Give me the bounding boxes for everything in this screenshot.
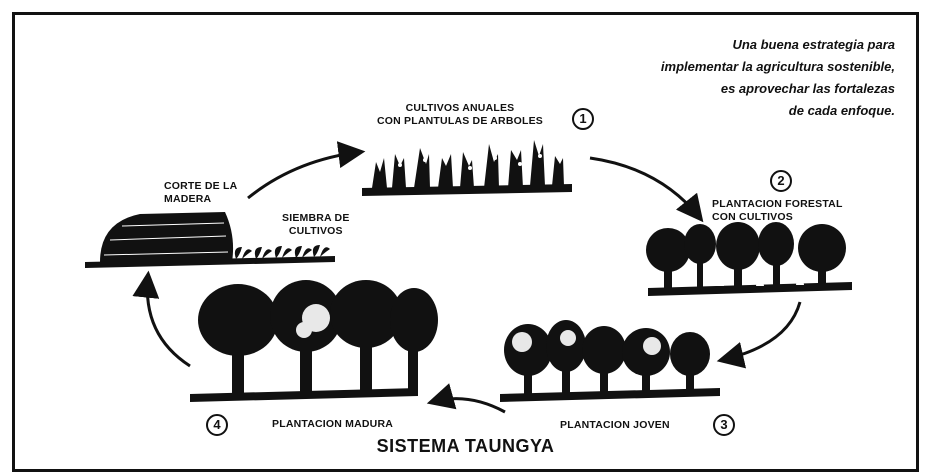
stage-2-label-line-2: CON CULTIVOS xyxy=(712,211,793,223)
siembra-label: SIEMBRA DE CULTIVOS xyxy=(282,212,350,238)
stage-3-label: PLANTACION JOVEN xyxy=(560,419,670,432)
stage-1-label-line-2: CON PLANTULAS DE ARBOLES xyxy=(377,115,543,127)
stage-3-label-line-1: PLANTACION JOVEN xyxy=(560,419,670,431)
stage-2-number: 2 xyxy=(770,170,792,192)
log-pile-icon xyxy=(85,212,335,268)
quote-line-3: es aprovechar las fortalezas xyxy=(720,81,895,96)
crop-icon-stage-1 xyxy=(362,140,572,196)
diagram-title: SISTEMA TAUNGYA xyxy=(376,436,555,456)
strategy-quote: Una buena estrategia para implementar la… xyxy=(661,34,895,122)
stage-3-number: 3 xyxy=(713,414,735,436)
corte-label: CORTE DE LA MADERA xyxy=(164,180,237,206)
arrow-icon-4-to-corte xyxy=(132,270,191,368)
stage-2-label: PLANTACION FORESTAL CON CULTIVOS xyxy=(712,198,843,224)
tree-icon-stage-2 xyxy=(646,222,852,296)
tree-icon-stage-4 xyxy=(190,280,438,402)
quote-line-2: implementar la agricultura sostenible, xyxy=(660,59,895,74)
stage-4-label-line-1: PLANTACION MADURA xyxy=(272,418,394,430)
tree-icon-stage-3 xyxy=(500,320,720,402)
arrow-icon-corte-to-1 xyxy=(247,141,366,200)
quote-line-1: Una buena estrategia para xyxy=(732,37,895,52)
stage-4-label: PLANTACION MADURA xyxy=(272,418,393,431)
stage-4-number: 4 xyxy=(206,414,228,436)
siembra-label-line-2: CULTIVOS xyxy=(288,225,343,237)
siembra-label-line-1: SIEMBRA DE xyxy=(282,212,350,224)
quote-line-4: de cada enfoque. xyxy=(788,103,895,118)
stage-1-number: 1 xyxy=(572,108,594,130)
corte-label-line-2: MADERA xyxy=(164,193,212,205)
arrow-icon-2-to-3 xyxy=(716,301,802,369)
stage-1-label-line-1: CULTIVOS ANUALES xyxy=(405,102,515,114)
arrow-icon-3-to-4 xyxy=(426,383,506,414)
stage-1-label: CULTIVOS ANUALES CON PLANTULAS DE ARBOLE… xyxy=(360,102,560,128)
stage-2-label-line-1: PLANTACION FORESTAL xyxy=(712,198,843,210)
corte-label-line-1: CORTE DE LA xyxy=(164,180,238,192)
arrow-icon-1-to-2 xyxy=(589,156,704,223)
crop-icon-siembra xyxy=(234,245,330,259)
